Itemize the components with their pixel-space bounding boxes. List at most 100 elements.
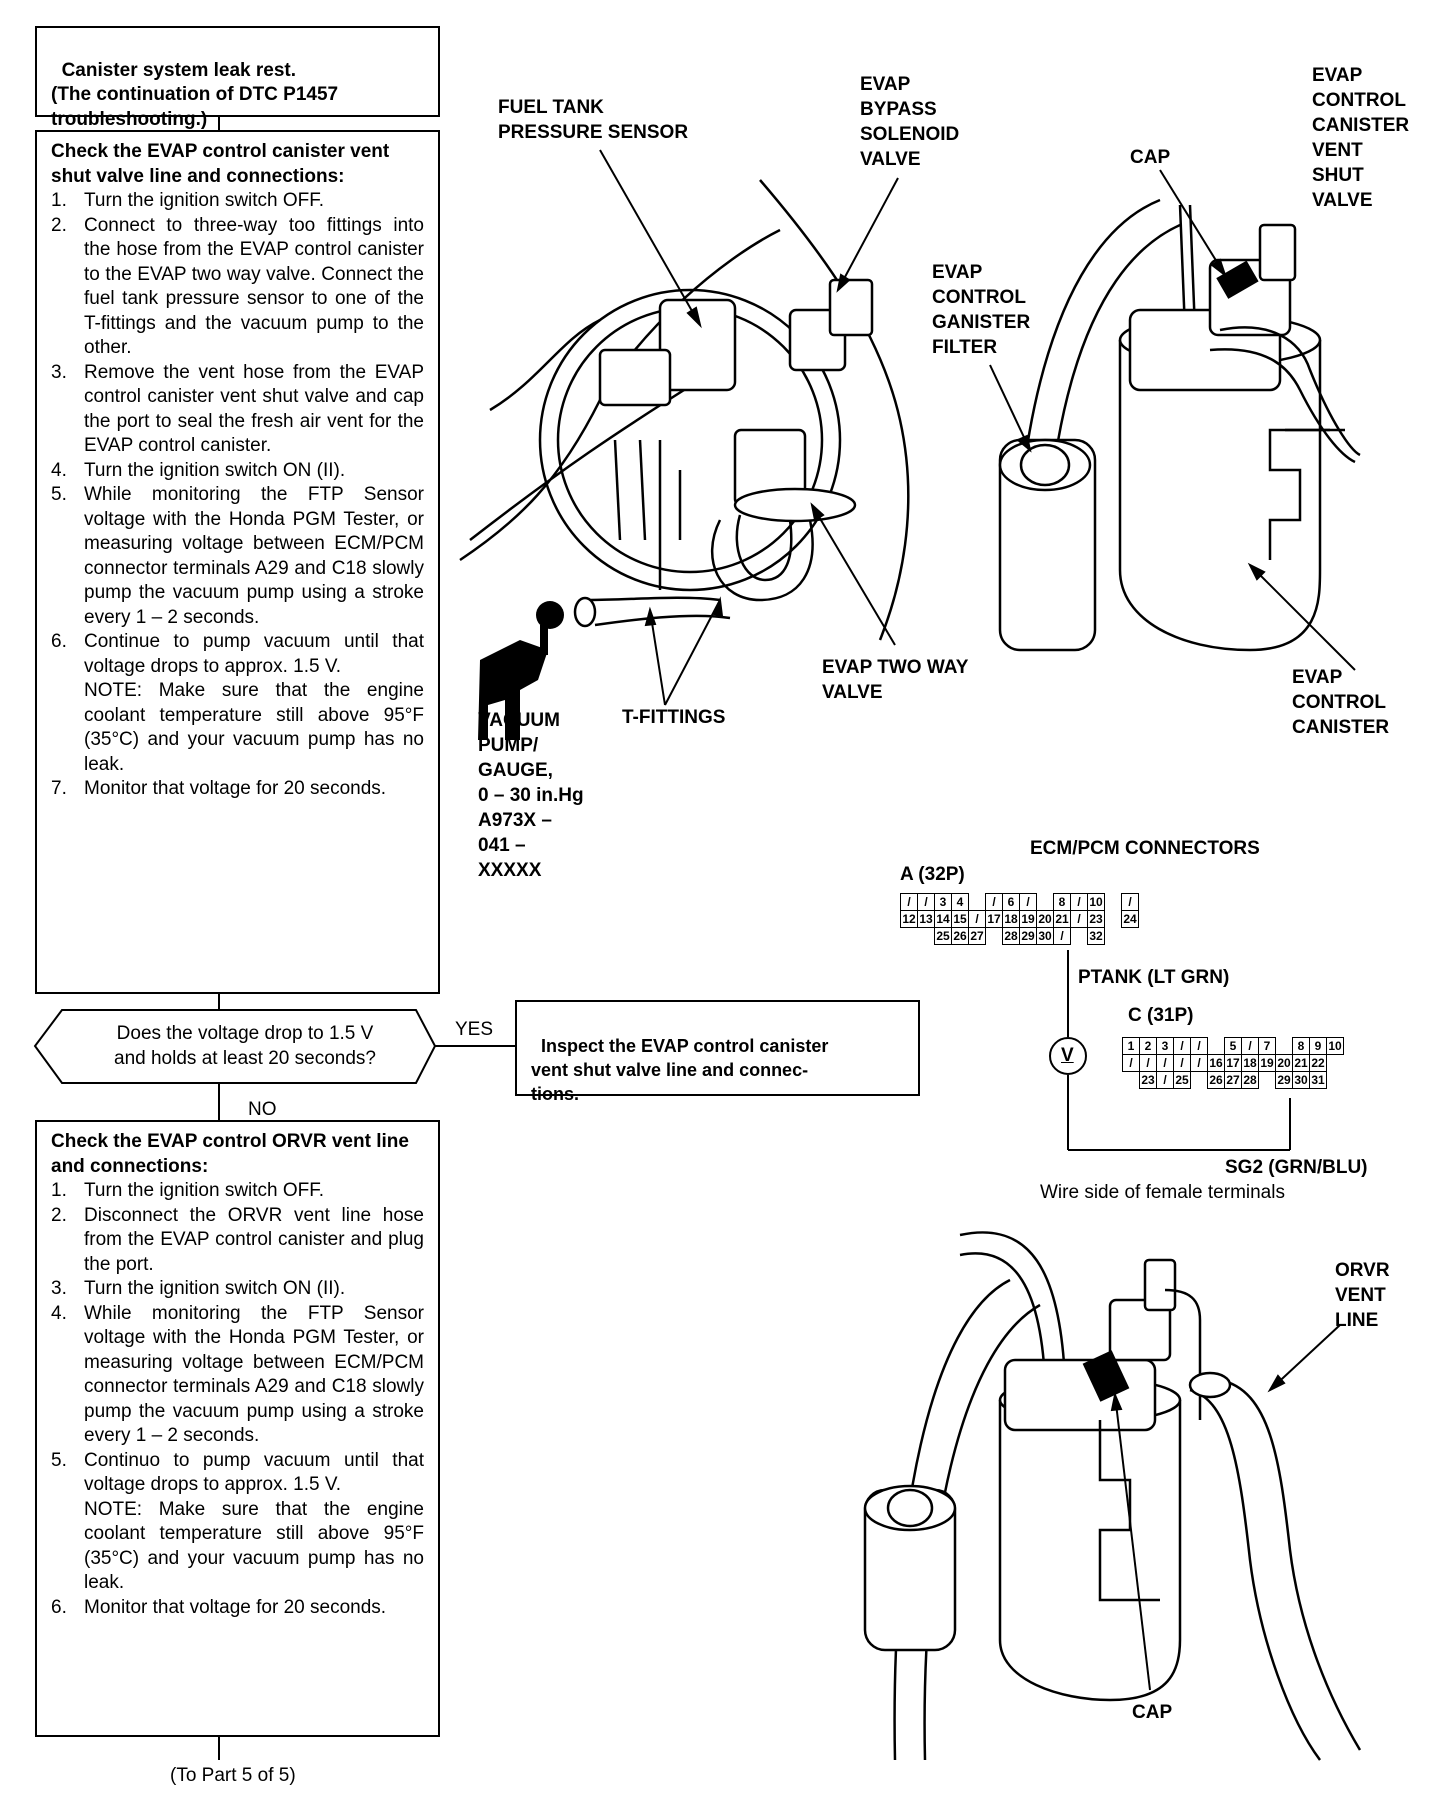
label-orvr-vent-line: ORVR VENT LINE (1335, 1260, 1390, 1331)
connector-pin (969, 894, 986, 911)
check-vent-shut-steps: 1.Turn the ignition switch OFF. 2.Connec… (51, 189, 424, 802)
label-vacuum-pump: VACUUM PUMP/ GAUGE, 0 – 30 in.Hg A973X –… (478, 710, 584, 881)
connector-pin: 28 (1002, 927, 1020, 945)
connector-pin (1105, 911, 1122, 928)
connector-pin: 24 (1121, 910, 1139, 928)
voltmeter-symbol: V (1061, 1045, 1074, 1066)
connector-pin: 17 (1224, 1054, 1242, 1072)
step-item: 6.Monitor that voltage for 20 seconds. (51, 1596, 387, 1618)
inspect-box-text: Inspect the EVAP control canister vent s… (531, 1036, 829, 1104)
connector-pin (1327, 1072, 1344, 1089)
label-canister-filter: EVAP CONTROL GANISTER FILTER (932, 262, 1031, 358)
connector-pin: 31 (1309, 1071, 1327, 1089)
connector-a-label: A (32P) (900, 864, 965, 885)
label-cap-top: CAP (1130, 147, 1171, 168)
connector-pin: 10 (1326, 1037, 1344, 1055)
connector-pin: 23 (1139, 1071, 1157, 1089)
connector-pin: 2 (1139, 1037, 1157, 1055)
connector-pin: 12 (900, 910, 918, 928)
step-item: 2.Connect to three-way too fittings into… (51, 214, 424, 359)
connector-pin: / (1121, 893, 1139, 911)
step-item: 4.Turn the ignition switch ON (II). (51, 459, 346, 481)
connector-pin: 13 (917, 910, 935, 928)
connector-pin: 32 (1087, 927, 1105, 945)
connector-pin: 27 (1224, 1071, 1242, 1089)
label-t-fittings: T-FITTINGS (622, 707, 726, 728)
step-item: 1.Turn the ignition switch OFF. (51, 190, 325, 211)
connector-pin: 19 (1258, 1054, 1276, 1072)
step-item: 5.Continuo to pump vacuum until that vol… (51, 1449, 424, 1596)
ptank-label: PTANK (LT GRN) (1078, 967, 1230, 988)
connector-pin (1191, 1072, 1208, 1089)
check-orvr-heading: Check the EVAP control ORVR vent line an… (51, 1131, 409, 1177)
step-note: NOTE: Make sure that the engine coolant … (84, 1498, 424, 1594)
connector-pin: / (1173, 1054, 1191, 1072)
yes-label: YES (455, 1019, 494, 1040)
connector-pin (1208, 1038, 1225, 1055)
inspect-box: Inspect the EVAP control canister vent s… (515, 1000, 920, 1104)
connector-pin: 28 (1241, 1071, 1259, 1089)
connector-pin: 21 (1053, 910, 1071, 928)
connector-pin: 25 (934, 927, 952, 945)
connector-pin: 14 (934, 910, 952, 928)
connector-pin: / (1139, 1054, 1157, 1072)
connector-pin: / (1173, 1037, 1191, 1055)
start-box: Canister system leak rest. (The continua… (35, 26, 440, 130)
connector-pin: / (1190, 1037, 1208, 1055)
connector-pin (1327, 1055, 1344, 1072)
connector-pin (1105, 928, 1122, 945)
decision-shape (33, 1009, 437, 1084)
connector-pin: / (1241, 1037, 1259, 1055)
connector-pin: 3 (934, 893, 952, 911)
step-note: NOTE: Make sure that the engine coolant … (84, 680, 424, 775)
connector-pin (1123, 1072, 1140, 1089)
label-cap-bottom: CAP (1132, 1702, 1173, 1723)
connector-pin: 27 (968, 927, 986, 945)
engine-bay-illustration (459, 179, 910, 641)
connector-pin: 22 (1309, 1054, 1327, 1072)
connector-pin: 8 (1292, 1037, 1310, 1055)
connector-pin: 29 (1019, 927, 1037, 945)
connector-pin: 20 (1036, 910, 1054, 928)
check-orvr-steps: 1.Turn the ignition switch OFF. 2.Discon… (51, 1179, 424, 1620)
connector-pin: 6 (1002, 893, 1020, 911)
label-canister: EVAP CONTROL CANISTER (1292, 667, 1390, 738)
step-item: 5.While monitoring the FTP Sensor voltag… (51, 484, 424, 628)
connector-pin: 5 (1224, 1037, 1242, 1055)
connector-pin: 23 (1087, 910, 1105, 928)
check-vent-shut-box: Check the EVAP control canister vent shu… (35, 130, 440, 994)
canister-illustration-top (998, 198, 1361, 652)
connector-pin: / (1122, 1054, 1140, 1072)
connector-pin: / (985, 893, 1003, 911)
start-box-text: Canister system leak rest. (The continua… (51, 59, 339, 130)
step-item: 3.Turn the ignition switch ON (II). (51, 1278, 346, 1299)
connector-pin (1105, 894, 1122, 911)
canister-illustration-bottom (863, 1231, 1362, 1761)
vacuum-pump-icon (478, 601, 564, 740)
step-item: 2.Disconnect the ORVR vent line hose fro… (51, 1204, 424, 1275)
check-orvr-box: Check the EVAP control ORVR vent line an… (35, 1120, 440, 1737)
connector-pin: 8 (1053, 893, 1071, 911)
connector-pin: 25 (1173, 1071, 1191, 1089)
label-vent-shut-valve: EVAP CONTROL CANISTER VENT SHUT VALVE (1312, 65, 1410, 211)
connector-pin: 29 (1275, 1071, 1293, 1089)
label-evap-bypass-solenoid-valve: EVAP BYPASS SOLENOID VALVE (860, 74, 960, 170)
connector-pin (1122, 928, 1139, 945)
connector-pin: / (1156, 1071, 1174, 1089)
connector-pin (1037, 894, 1054, 911)
footer-continuation: (To Part 5 of 5) (170, 1765, 296, 1786)
connector-pin (1259, 1072, 1276, 1089)
check-vent-shut-heading: Check the EVAP control canister vent shu… (51, 141, 390, 187)
decision-text: Does the voltage drop to 1.5 V and holds… (114, 1023, 376, 1069)
connector-pin: 3 (1156, 1037, 1174, 1055)
label-fuel-tank-pressure-sensor: FUEL TANK PRESSURE SENSOR (498, 97, 689, 143)
connector-pin: 30 (1036, 927, 1054, 945)
connector-pin: / (917, 893, 935, 911)
sg2-label: SG2 (GRN/BLU) (1225, 1157, 1368, 1178)
